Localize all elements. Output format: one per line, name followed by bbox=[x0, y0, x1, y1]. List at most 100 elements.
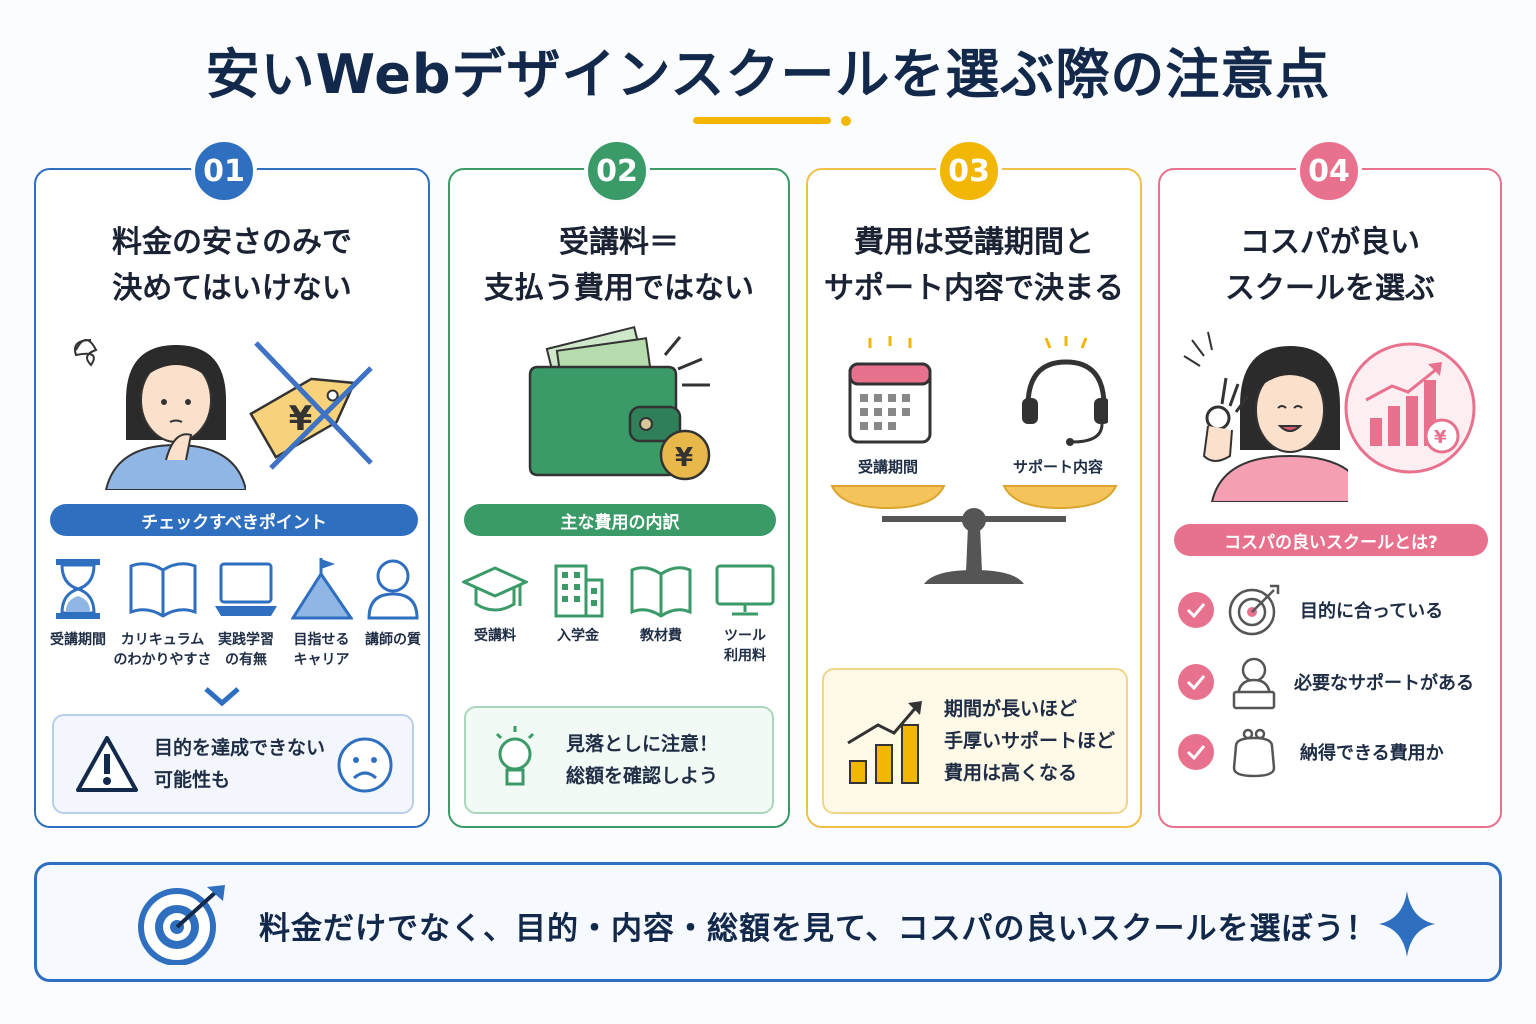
cost-breakdown-pill: 主な費用の内訳 bbox=[464, 504, 776, 536]
headset-icon bbox=[1022, 336, 1108, 446]
person-icon bbox=[367, 559, 419, 620]
cost-item-label: ツール利用料 bbox=[724, 628, 766, 664]
card-number-badge: 02 bbox=[584, 138, 650, 204]
check-points-pill: チェックすべきポイント bbox=[50, 504, 418, 536]
book-icon bbox=[630, 566, 692, 618]
check-point-item: 目指せるキャリア bbox=[287, 556, 357, 670]
check-point-label: 目指せるキャリア bbox=[293, 632, 350, 668]
cost-item: 教材費 bbox=[626, 562, 696, 666]
card-title: 受講料＝ 支払う費用ではない bbox=[450, 220, 788, 312]
cost-item: 入学金 bbox=[546, 562, 610, 666]
cost-item: 受講料 bbox=[460, 562, 530, 666]
summary-banner: 料金だけでなく、目的・内容・総額を見て、コスパの良いスクールを選ぼう！ bbox=[34, 862, 1502, 982]
cost-item-label: 受講料 bbox=[474, 628, 516, 644]
card-title-line: 支払う費用ではない bbox=[484, 271, 754, 306]
card-04: 04 コスパが良い スクールを選ぶ ¥ コスパの良いスクールとは? bbox=[1158, 138, 1502, 828]
caution-note-text: 見落としに注意！ 総額を確認しよう bbox=[566, 728, 718, 792]
target-arrow-icon bbox=[138, 885, 225, 965]
balance-scale-icon bbox=[830, 485, 1118, 584]
warning-note: 目的を達成できない 可能性も bbox=[52, 714, 414, 814]
cost-item-label: 入学金 bbox=[557, 628, 599, 644]
cost-item: ツール利用料 bbox=[712, 562, 778, 666]
check-icon bbox=[1178, 664, 1214, 700]
target-icon bbox=[1228, 584, 1280, 636]
note-line: 手厚いサポートほど bbox=[944, 730, 1116, 752]
laptop-icon bbox=[215, 562, 277, 616]
happy-woman-ok-illustration bbox=[1183, 331, 1348, 502]
check-points-row: 受講期間 カリキュラムのわかりやすさ 実践学習の有無 目指せるキャリア bbox=[42, 556, 424, 670]
check-point-item: 講師の質 bbox=[362, 556, 424, 670]
note-line: 目的を達成できない bbox=[154, 737, 326, 759]
check-row: 目的に合っている bbox=[1178, 584, 1443, 636]
cost-performance-chart-icon: ¥ bbox=[1344, 342, 1476, 474]
note-line: 総額を確認しよう bbox=[566, 765, 719, 787]
warning-note-text: 目的を達成できない 可能性も bbox=[154, 732, 325, 796]
coin-yen-symbol: ¥ bbox=[675, 443, 693, 473]
check-point-item: 実践学習の有無 bbox=[211, 556, 281, 670]
sad-face-icon bbox=[337, 737, 393, 793]
check-row: 納得できる費用か bbox=[1178, 726, 1444, 778]
card-title: コスパが良い スクールを選ぶ bbox=[1160, 220, 1500, 312]
title-dot bbox=[841, 116, 851, 126]
card-01: 01 料金の安さのみで 決めてはいけない ¥ チェックすべきポイント bbox=[34, 138, 430, 828]
mountain-flag-icon bbox=[290, 558, 353, 620]
cost-note: 期間が長いほど 手厚いサポートほど 費用は高くなる bbox=[822, 668, 1128, 814]
check-point-label: 講師の質 bbox=[365, 632, 421, 648]
check-point-label: 受講期間 bbox=[50, 632, 106, 648]
good-school-pill: コスパの良いスクールとは? bbox=[1174, 524, 1488, 556]
check-icon bbox=[1178, 592, 1214, 628]
title-underline bbox=[693, 117, 831, 124]
scale-right-label: サポート内容 bbox=[1012, 458, 1103, 476]
check-label: 目的に合っている bbox=[1300, 601, 1444, 622]
scale-left-label: 受講期間 bbox=[857, 458, 918, 476]
lightbulb-icon bbox=[495, 726, 535, 786]
card-number-badge: 04 bbox=[1296, 138, 1362, 204]
card-03: 03 費用は受講期間と サポート内容で決まる 受講期間 サポート内容 bbox=[806, 138, 1142, 828]
rising-bar-chart-icon bbox=[847, 701, 922, 784]
check-label: 必要なサポートがある bbox=[1294, 673, 1474, 694]
card-title-line: 受講料＝ bbox=[559, 225, 679, 260]
card-title: 料金の安さのみで 決めてはいけない bbox=[36, 220, 428, 312]
note-line: 見落としに注意！ bbox=[566, 733, 719, 755]
check-row: 必要なサポートがある bbox=[1178, 654, 1474, 710]
cost-breakdown-row: 受講料 入学金 教材費 ツール利用料 bbox=[460, 562, 778, 666]
card-title-line: 費用は受講期間と bbox=[854, 225, 1094, 260]
hourglass-icon bbox=[56, 559, 100, 619]
sparkle-icon bbox=[1379, 891, 1435, 957]
card-title-line: スクールを選ぶ bbox=[1225, 271, 1435, 306]
card-title-line: コスパが良い bbox=[1240, 225, 1420, 260]
support-person-icon bbox=[1232, 657, 1276, 710]
note-line: 期間が長いほど bbox=[944, 698, 1078, 720]
caution-note: 見落としに注意！ 総額を確認しよう bbox=[464, 706, 774, 814]
note-line: 可能性も bbox=[154, 769, 231, 791]
card-02: 02 受講料＝ 支払う費用ではない ¥ 主な費用の内訳 受講料 bbox=[448, 138, 790, 828]
summary-message: 料金だけでなく、目的・内容・総額を見て、コスパの良いスクールを選ぼう！ bbox=[259, 911, 1378, 947]
confused-woman-illustration bbox=[74, 339, 246, 490]
purse-icon bbox=[1232, 728, 1276, 778]
check-label: 納得できる費用か bbox=[1300, 743, 1444, 764]
note-line: 費用は高くなる bbox=[944, 762, 1078, 784]
card-title-line: サポート内容で決まる bbox=[824, 271, 1124, 306]
card-title-line: 料金の安さのみで bbox=[112, 225, 352, 260]
card-number-badge: 01 bbox=[191, 138, 257, 204]
check-point-label: 実践学習の有無 bbox=[218, 632, 274, 668]
book-icon bbox=[129, 562, 196, 618]
chevron-down-icon bbox=[204, 687, 240, 707]
check-icon bbox=[1178, 734, 1214, 770]
cost-note-text: 期間が長いほど 手厚いサポートほど 費用は高くなる bbox=[944, 693, 1115, 789]
cost-item-label: 教材費 bbox=[640, 628, 682, 644]
page-title: 安いWebデザインスクールを選ぶ際の注意点 bbox=[205, 43, 1331, 106]
monitor-icon bbox=[715, 564, 775, 616]
price-tag-crossed-icon: ¥ bbox=[249, 341, 373, 470]
wallet-icon: ¥ bbox=[528, 325, 711, 481]
card-number-badge: 03 bbox=[936, 138, 1002, 204]
check-point-label: カリキュラムのわかりやすさ bbox=[113, 632, 212, 668]
coin-yen-symbol: ¥ bbox=[1434, 427, 1447, 448]
check-point-item: 受講期間 bbox=[42, 556, 114, 670]
warning-icon bbox=[76, 736, 138, 792]
building-icon bbox=[554, 564, 604, 618]
check-point-item: カリキュラムのわかりやすさ bbox=[114, 556, 212, 670]
calendar-icon bbox=[848, 336, 932, 444]
card-title: 費用は受講期間と サポート内容で決まる bbox=[808, 220, 1140, 312]
graduation-cap-icon bbox=[462, 566, 528, 612]
